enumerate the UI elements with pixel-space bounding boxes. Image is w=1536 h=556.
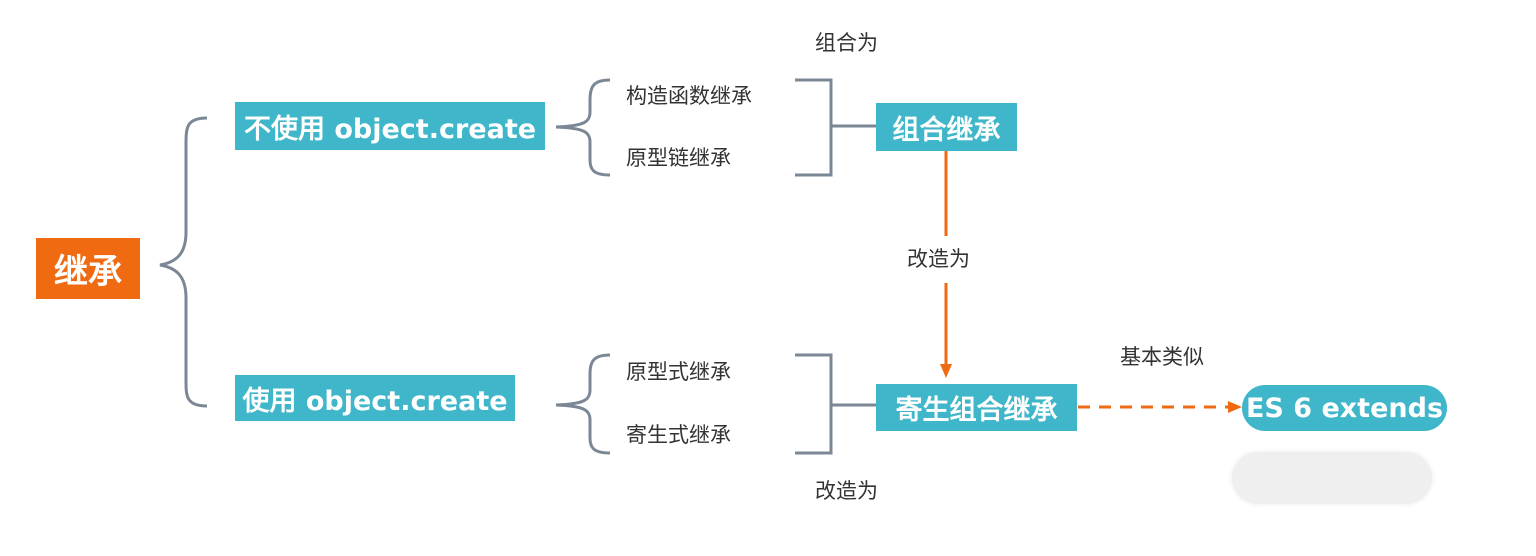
branch-label: 使用 object.create: [242, 385, 508, 417]
es6-extends-label: ES 6 extends: [1245, 392, 1444, 424]
combined-inheritance-node: 组合继承: [876, 103, 1017, 151]
item-constructor-inheritance: 构造函数继承: [626, 84, 752, 108]
bottom-combine-bracket: [795, 353, 877, 455]
bottom-branch-brace: [555, 353, 611, 455]
similar-annotation: 基本类似: [1120, 345, 1204, 369]
parasitic-combined-label: 寄生组合继承: [895, 395, 1058, 426]
root-brace: [159, 116, 208, 408]
item-parasitic-inheritance: 寄生式继承: [626, 423, 731, 447]
watermark-blur: [1232, 452, 1432, 504]
root-node-label: 继承: [54, 252, 122, 292]
combined-inheritance-label: 组合继承: [892, 114, 1001, 146]
arrow-transform-annotation: 改造为: [907, 247, 970, 271]
item-prototype-chain-inheritance: 原型链继承: [626, 146, 731, 170]
parasitic-combined-node: 寄生组合继承: [876, 384, 1077, 431]
top-branch-brace: [555, 78, 611, 177]
transform-arrow-head: [940, 364, 952, 378]
branch-label: 不使用 object.create: [243, 113, 537, 145]
es6-extends-node: ES 6 extends: [1242, 385, 1447, 431]
similar-arrow-head: [1228, 401, 1242, 413]
root-node: 继承: [36, 238, 140, 299]
top-combine-annotation: 组合为: [815, 31, 878, 55]
item-prototypal-inheritance: 原型式继承: [626, 360, 731, 384]
bottom-transform-annotation: 改造为: [815, 479, 878, 503]
branch-node-object-create: 使用 object.create: [235, 375, 515, 421]
top-combine-bracket: [795, 78, 877, 177]
branch-node-no-object-create: 不使用 object.create: [235, 102, 545, 150]
